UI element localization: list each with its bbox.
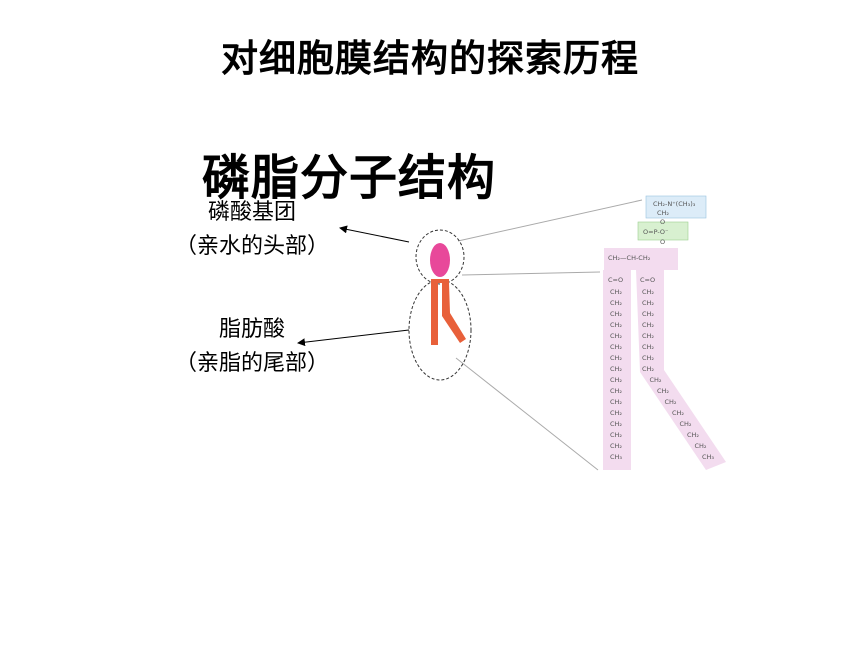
fatty-acid-label-line1: 脂肪酸 (218, 317, 285, 342)
phosphate-group-label-line1: 磷酸基团 (207, 200, 296, 225)
ester-text-right: C=O (640, 276, 655, 284)
chain-unit-left: CH₂ (610, 365, 622, 373)
oxygen-text: O (660, 218, 665, 226)
fatty-acid-label: 脂肪酸 （亲脂的尾部） (152, 313, 352, 381)
fatty-acid-tail-left (431, 283, 438, 345)
left-chain: CH₂ CH₂ CH₂ CH₂ CH₂ CH₂ CH₂ CH₂ CH₂ CH₂ CH₂ CH₂ CH₂ C… (610, 288, 622, 461)
chain-unit-right: CH₂ (657, 387, 669, 395)
chain-unit-left: CH₂ (610, 376, 622, 384)
fatty-acid-tail-right (442, 283, 466, 343)
head-arrow (339, 225, 410, 243)
chain-unit-left: CH₂ (610, 332, 622, 340)
chain-unit-right: CH₂ (665, 398, 677, 406)
connector-line-top (457, 199, 643, 242)
chain-unit-right: CH₂ (642, 321, 654, 329)
chain-unit-right: CH₂ (672, 409, 684, 417)
chain-unit-right: CH₃ (702, 453, 714, 461)
oxygen-text-2: O (660, 238, 665, 246)
connector-line-bottom (455, 357, 599, 471)
chain-unit-right: CH₂ (642, 365, 654, 373)
phosphate-box (637, 221, 689, 241)
head-outline (415, 229, 465, 285)
chain-unit-left: CH₂ (610, 442, 622, 450)
chain-unit-left: CH₂ (610, 420, 622, 428)
chain-unit-right: CH₂ (642, 288, 654, 296)
ester-text-left: C=O (608, 276, 623, 284)
chain-unit-right: CH₂ (642, 310, 654, 318)
phosphate-group-label: 磷酸基团 （亲水的头部） (152, 196, 352, 264)
chain-unit-left: CH₂ (610, 343, 622, 351)
chain-unit-right: CH₂ (650, 376, 662, 384)
chain-unit-right: CH₂ (695, 442, 707, 450)
page-title: 对细胞膜结构的探索历程 (221, 37, 639, 80)
choline-ch2-text: CH₂ (657, 209, 669, 217)
chain-unit-right: CH₂ (642, 343, 654, 351)
phosphate-text: O=P-O⁻ (643, 228, 668, 236)
tail-bar (431, 279, 449, 283)
chain-unit-left: CH₂ (610, 299, 622, 307)
chain-unit-right: CH₂ (680, 420, 692, 428)
chain-unit-right: CH₂ (642, 332, 654, 340)
right-chain-band (636, 270, 726, 470)
tail-outline (408, 279, 472, 381)
connector-line-middle (461, 271, 601, 276)
choline-text: CH₂-N⁺(CH₃)₃ (653, 200, 696, 208)
choline-box (645, 195, 707, 219)
chain-unit-right: CH₂ (687, 431, 699, 439)
tail-arrow (297, 329, 410, 347)
phosphate-group-label-line2: （亲水的头部） (174, 234, 329, 259)
chain-unit-left: CH₂ (610, 409, 622, 417)
hydrophilic-head (430, 243, 450, 277)
chain-unit-right: CH₂ (642, 354, 654, 362)
chain-unit-left: CH₂ (610, 354, 622, 362)
chain-unit-right: CH₂ (642, 299, 654, 307)
chain-unit-left: CH₂ (610, 387, 622, 395)
structural-formula: CH₂-N⁺(CH₃)₃ CH₂ O O=P-O⁻ O CH₂—CH-CH₂ C… (603, 195, 726, 470)
right-chain: CH₂ CH₂ CH₂ CH₂ CH₂ CH₂ CH₂ CH₂ CH₂ CH₂ CH₂ CH₂ CH₂ C… (642, 288, 714, 461)
chain-unit-left: CH₂ (610, 321, 622, 329)
glycerol-box (604, 248, 678, 270)
glycerol-text: CH₂—CH-CH₂ (608, 254, 651, 262)
fatty-acid-label-line2: （亲脂的尾部） (174, 351, 329, 376)
chain-unit-left: CH₂ (610, 431, 622, 439)
left-chain-band (603, 270, 631, 470)
chain-unit-left: CH₂ (610, 398, 622, 406)
section-title: 磷脂分子结构 (202, 150, 497, 206)
chain-unit-left: CH₂ (610, 310, 622, 318)
chain-unit-left: CH₃ (610, 453, 622, 461)
chain-unit-left: CH₂ (610, 288, 622, 296)
